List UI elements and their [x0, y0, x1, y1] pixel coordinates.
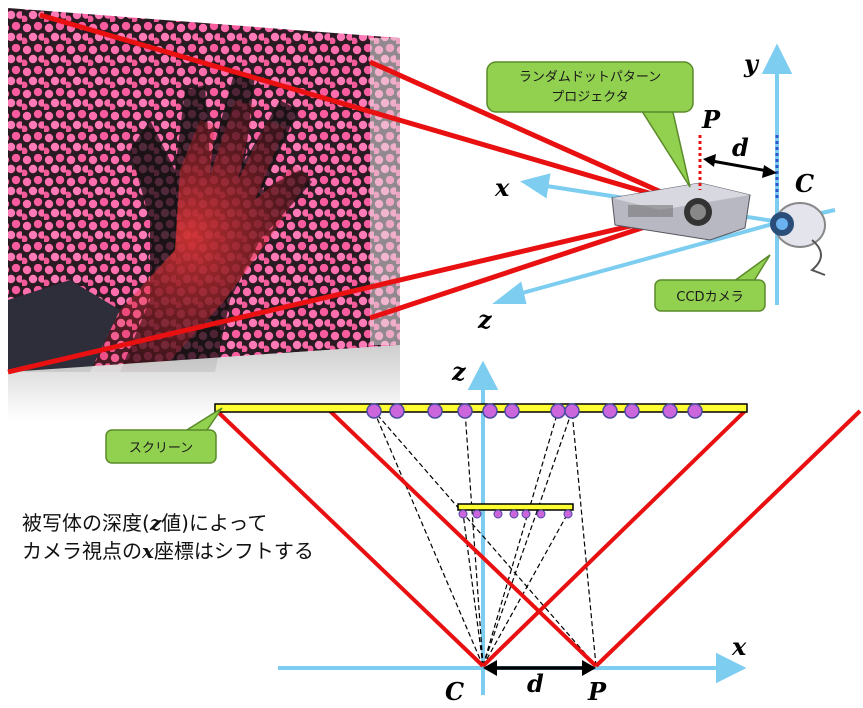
bottom-z-axis-label: z [451, 357, 467, 386]
screen-callout-label: スクリーン [129, 441, 193, 456]
near-object [457, 503, 574, 511]
bottom-x-axis-label: x [731, 632, 747, 661]
top-d-label: d [732, 133, 749, 162]
projector-callout: ランダムドットパターン プロジェクタ [486, 61, 694, 188]
projector-callout-line1: ランダムドットパターン [519, 70, 661, 85]
bottom-d-label: d [527, 669, 544, 698]
projector-callout-line2: プロジェクタ [551, 90, 628, 105]
camera-projector-rays [215, 409, 862, 668]
near-object-dots [458, 509, 573, 519]
far-screen-dots [366, 403, 703, 419]
camera-callout: CCDカメラ [654, 254, 771, 312]
top-axes [492, 43, 836, 305]
projection-rays [7, 12, 692, 375]
far-screen [214, 403, 748, 413]
bottom-c-label: C [445, 677, 464, 706]
top-p-label: P [701, 105, 721, 134]
top-baseline [698, 135, 779, 200]
top-x-axis-label: x [494, 173, 510, 202]
ccd-camera-icon [770, 202, 826, 276]
top-y-axis-label: y [743, 49, 760, 78]
camera-callout-label: CCDカメラ [676, 290, 743, 305]
caption-line2: カメラ視点のx座標はシフトする [22, 539, 314, 563]
caption-line1: 被写体の深度(z値)によって [22, 511, 267, 535]
projector-icon [611, 182, 751, 241]
sight-lines [373, 410, 597, 667]
dot-pattern-photo [8, 8, 400, 420]
top-c-label: C [795, 169, 814, 198]
screen-callout: スクリーン [105, 407, 223, 464]
bottom-baseline-arrow [483, 660, 596, 676]
bottom-p-label: P [587, 677, 607, 706]
top-z-axis-label: z [477, 305, 493, 334]
